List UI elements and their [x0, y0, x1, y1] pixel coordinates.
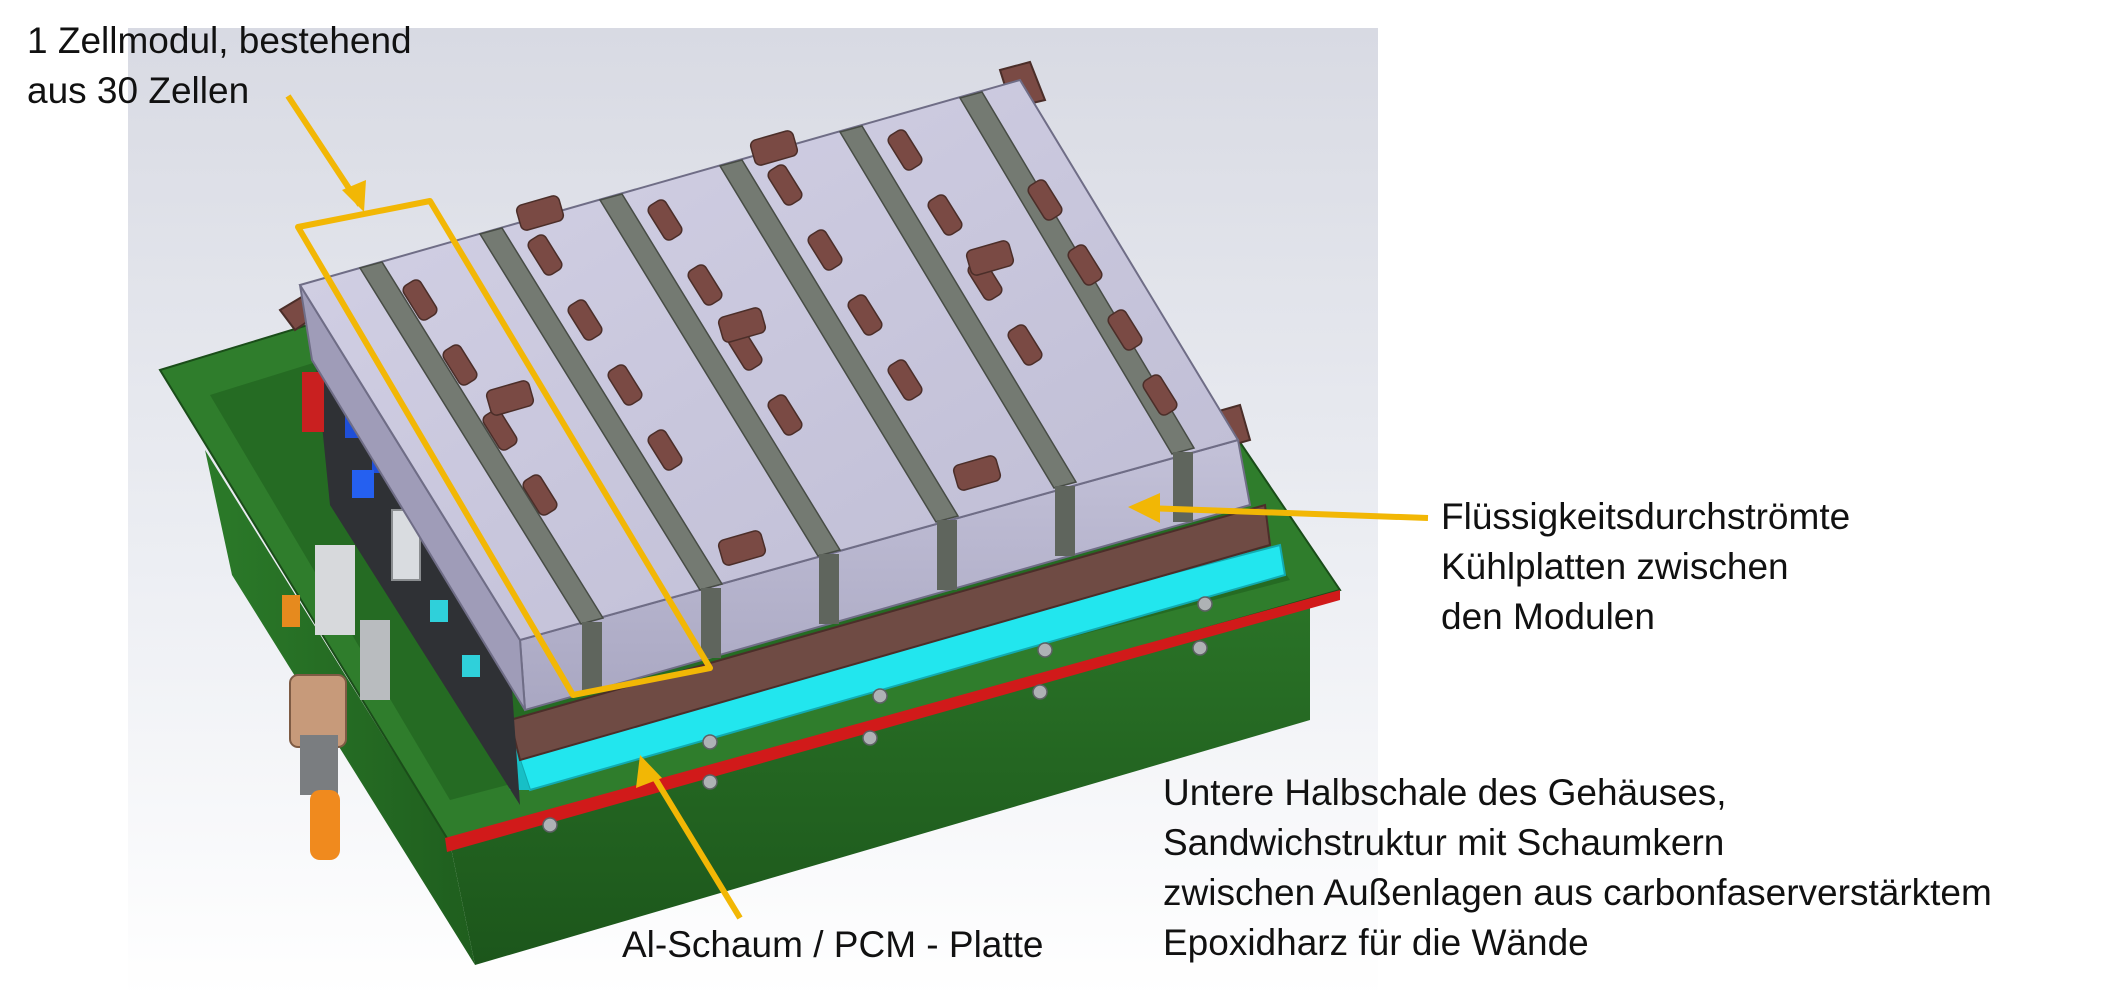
label-line: aus 30 Zellen — [27, 70, 250, 111]
label-line: Al-Schaum / PCM - Platte — [622, 924, 1044, 965]
terminal — [1067, 244, 1103, 286]
busbar — [965, 240, 1015, 276]
terminal — [1142, 374, 1178, 416]
terminal — [927, 194, 963, 236]
terminal — [1027, 179, 1063, 221]
cooling-plate-fronts — [582, 452, 1193, 692]
module-callout-arrowhead — [342, 180, 366, 212]
orange-cable — [310, 790, 340, 860]
module-callout-arrow-shaft — [285, 94, 363, 207]
cell-terminals — [402, 129, 1178, 516]
annotation-graphics — [285, 94, 1429, 920]
cooling-plate-front — [1173, 452, 1193, 522]
terminal — [767, 164, 803, 206]
housing-flange-red — [445, 590, 1340, 852]
label-line: zwischen Außenlagen aus carbonfaserverst… — [1163, 872, 1992, 913]
terminal — [847, 294, 883, 336]
housing-front-wall — [450, 602, 1310, 965]
cooling-plate — [838, 125, 1078, 489]
bolt — [542, 817, 558, 833]
label-line: Untere Halbschale des Gehäuses, — [1163, 772, 1727, 813]
label-line: Sandwichstruktur mit Schaumkern — [1163, 822, 1725, 863]
busbar — [485, 380, 535, 416]
cooling-plate — [358, 261, 605, 625]
terminal — [647, 429, 683, 471]
connector-body — [300, 735, 338, 795]
bolt — [1032, 684, 1048, 700]
busbar — [952, 455, 1002, 491]
cell-module-label: 1 Zellmodul, bestehend aus 30 Zellen — [27, 16, 412, 116]
terminal — [767, 394, 803, 436]
terminal — [402, 279, 438, 321]
housing-label: Untere Halbschale des Gehäuses, Sandwich… — [1163, 768, 1992, 968]
terminal — [887, 359, 923, 401]
terminal — [442, 344, 478, 386]
terminal — [527, 234, 563, 276]
electronic-component — [462, 655, 480, 677]
foam-callout-arrow-shaft — [647, 768, 743, 920]
cooling-plate — [478, 227, 724, 591]
bolt — [862, 730, 878, 746]
terminal — [482, 409, 518, 451]
cooling-plate-front — [701, 588, 721, 658]
cooling-callout-arrowhead — [1128, 493, 1160, 523]
bolt — [702, 734, 718, 750]
cooling-plate — [598, 193, 842, 557]
relay — [302, 372, 324, 432]
busbar — [749, 130, 799, 166]
terminal — [1107, 309, 1143, 351]
bolt — [1192, 640, 1208, 656]
terminal — [687, 264, 723, 306]
label-line: Flüssigkeitsdurchströmte — [1441, 496, 1851, 537]
bolt — [702, 774, 718, 790]
busbar — [515, 195, 565, 231]
cooling-callout-arrow-shaft — [1144, 505, 1429, 521]
busbar-connectors — [485, 130, 1015, 566]
cooling-plate-front — [582, 622, 602, 692]
terminal — [887, 129, 923, 171]
bolt — [1197, 596, 1213, 612]
busbar — [717, 530, 767, 566]
label-line: den Modulen — [1441, 596, 1655, 637]
module-highlight-frame — [295, 198, 713, 698]
cooling-plates — [358, 91, 1196, 625]
cooling-plate-front — [1055, 486, 1075, 556]
foam-callout-arrowhead — [636, 755, 662, 788]
bolt — [1037, 642, 1053, 658]
electronic-component — [430, 600, 448, 622]
cooling-plate — [718, 159, 960, 523]
foam-plate-label: Al-Schaum / PCM - Platte — [622, 920, 1044, 970]
terminal — [647, 199, 683, 241]
cooling-plate-front — [937, 520, 957, 590]
terminal — [522, 474, 558, 516]
cooling-plate-front — [819, 554, 839, 624]
hv-connector — [289, 674, 347, 860]
terminal — [1007, 324, 1043, 366]
terminal — [807, 229, 843, 271]
bolt-row — [542, 596, 1213, 833]
label-line: 1 Zellmodul, bestehend — [27, 20, 412, 61]
pcb-strip — [360, 620, 390, 700]
orange-component — [282, 595, 300, 627]
bolt — [872, 688, 888, 704]
pcb-strip — [315, 545, 355, 635]
electronic-component — [352, 470, 374, 498]
cooling-plate — [958, 91, 1196, 455]
label-line: Epoxidharz für die Wände — [1163, 922, 1589, 963]
cooling-plates-label: Flüssigkeitsdurchströmte Kühlplatten zwi… — [1441, 492, 1850, 642]
busbar — [717, 307, 767, 343]
terminal — [607, 364, 643, 406]
module-frame — [508, 503, 1272, 762]
terminal — [567, 299, 603, 341]
label-line: Kühlplatten zwischen — [1441, 546, 1789, 587]
